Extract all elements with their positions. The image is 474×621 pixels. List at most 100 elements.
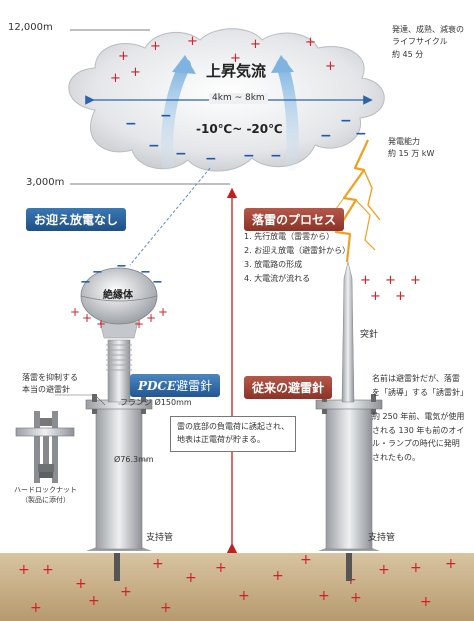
process-step: 4. 大電流が流れる [244,274,311,283]
svg-text:+: + [146,311,156,325]
svg-text:−: − [116,259,127,274]
svg-text:+: + [318,588,330,604]
svg-text:+: + [42,562,54,578]
svg-text:+: + [325,59,336,74]
lifecycle-note: 発達、成熟、減衰の ライフサイクル 約 45 分 [392,25,464,59]
pdce-name: PDCE [138,379,177,393]
conventional-desc-1: 名前は避雷針だが、落雷 を「誘導」する「誘雷針」 [372,374,468,397]
cloud-width-label: 4km ~ 8km [209,93,268,105]
lightning-process-badge: 落雷のプロセス [244,208,345,231]
svg-text:+: + [82,311,92,325]
cloud-negative-charges: −−− −−− −−− − [125,108,367,167]
updraft-right [276,59,299,171]
svg-text:+: + [152,556,164,572]
svg-text:+: + [370,289,381,304]
svg-text:+: + [18,562,30,578]
svg-text:+: + [420,594,432,610]
updraft-left [161,59,191,171]
pdce-suffix: 避雷針 [176,379,213,393]
svg-text:+: + [445,556,457,572]
svg-text:+: + [305,35,316,50]
support-pipe-right-label: 支持管 [368,533,396,543]
left-support-pipe [95,406,143,550]
svg-text:+: + [158,305,168,319]
cloud-title: 上昇気流 [206,62,267,80]
svg-text:+: + [150,39,161,54]
svg-text:−: − [80,275,91,290]
spike-positive-charges: +++ ++ [360,273,421,304]
svg-text:+: + [160,600,172,616]
left-ground-rod [114,553,120,581]
svg-text:+: + [395,289,406,304]
svg-text:+: + [75,576,87,592]
conventional-desc-2: 約 250 年前、電気が使用 される 130 年も前のオイ ル・ランプの時代に発… [372,412,465,462]
suppress-label: 落雷を抑制する 本当の避雷針 [22,373,78,395]
svg-text:+: + [360,273,371,288]
svg-text:+: + [300,552,312,568]
svg-text:+: + [378,562,390,578]
svg-text:+: + [130,65,141,80]
svg-text:+: + [215,560,227,576]
svg-text:−: − [148,138,160,154]
svg-text:+: + [96,317,106,331]
hardlock-label: ハードロックナット （製品に添付） [14,486,77,505]
svg-text:+: + [410,273,421,288]
dome-negative-charges: −−− −− [80,259,163,290]
svg-text:+: + [238,588,250,604]
right-support-pipe [325,406,373,550]
svg-text:+: + [230,51,241,66]
cloud-temperature: -10℃~ -20℃ [196,122,283,136]
center-note: 雷の底部の負電荷に誘起され、 地表は正電荷が貯まる。 [170,416,297,452]
pdce-badge: PDCE避雷針 [130,374,221,397]
svg-text:+: + [118,49,129,64]
process-step: 2. お迎え放電（避雷針から） [244,246,351,255]
altitude-bottom-label: 3,000m [26,177,65,188]
lightning-leader [334,139,369,263]
svg-text:−: − [160,108,172,124]
svg-text:+: + [185,570,197,586]
insulator-fins [106,344,132,371]
conventional-rod [315,261,383,581]
cloud-positive-charges: +++ +++ +++ [110,34,336,86]
lightning-branch-2 [355,199,376,251]
spike [341,261,355,403]
svg-text:+: + [110,71,121,86]
svg-text:+: + [410,560,422,576]
svg-text:−: − [243,148,255,164]
power-note: 発電能力 約 15 万 kW [388,137,435,159]
svg-text:−: − [205,151,217,167]
svg-text:−: − [320,128,332,144]
svg-text:+: + [30,600,42,616]
process-steps: 1. 先行放電（雷雲から） 2. お迎え放電（避雷針から） 3. 放電路の形成 … [244,230,350,286]
svg-text:−: − [270,148,282,164]
process-step: 1. 先行放電（雷雲から） [244,232,335,241]
altitude-top-label: 12,000m [8,22,53,33]
svg-text:−: − [355,126,367,142]
svg-text:+: + [385,273,396,288]
svg-text:+: + [250,37,261,52]
svg-text:−: − [340,113,352,129]
dome-positive-charges: +++ +++ [70,305,168,331]
svg-text:−: − [92,265,103,280]
svg-text:+: + [70,305,80,319]
svg-text:+: + [134,317,144,331]
pipe-diameter-label: Ø76.3mm [114,455,154,464]
conventional-rod-badge: 従来の避雷針 [244,376,333,399]
svg-text:+: + [272,568,284,584]
ground [0,553,474,621]
support-pipe-left-label: 支持管 [146,533,174,543]
svg-text:−: − [175,146,187,162]
hardlock-nut-illustration [15,411,75,483]
svg-text:+: + [120,584,132,600]
updraft-left-arrowhead [172,55,196,74]
process-step: 3. 放電路の形成 [244,260,303,269]
pdce-rod [80,267,158,581]
flange-label: フランジ Ø150mm [120,398,192,407]
svg-text:−: − [152,275,163,290]
svg-text:−: − [140,265,151,280]
svg-text:−: − [125,116,137,132]
dotted-connector [129,167,211,266]
spike-label: 突針 [360,330,379,340]
svg-text:+: + [88,593,100,609]
